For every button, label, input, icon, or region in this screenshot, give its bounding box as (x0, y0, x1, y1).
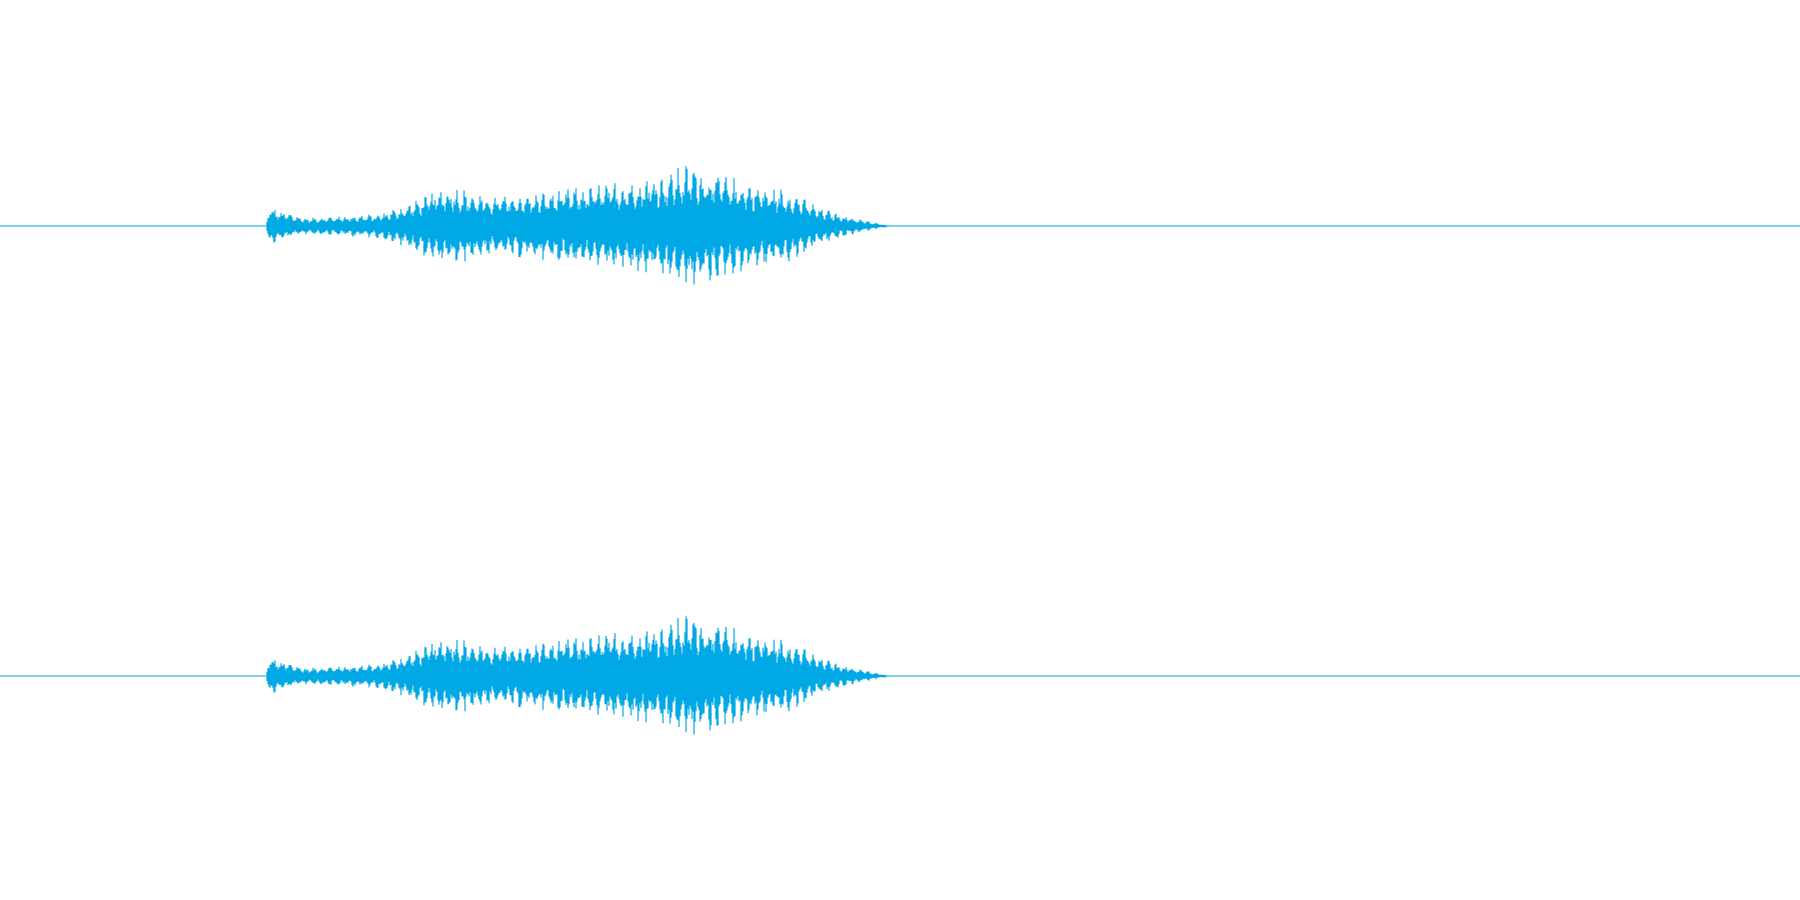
channel-1-waveform (0, 166, 1800, 285)
channel-2-signal (266, 616, 890, 735)
channel-2-waveform (0, 616, 1800, 735)
channel-1-signal (266, 166, 890, 285)
